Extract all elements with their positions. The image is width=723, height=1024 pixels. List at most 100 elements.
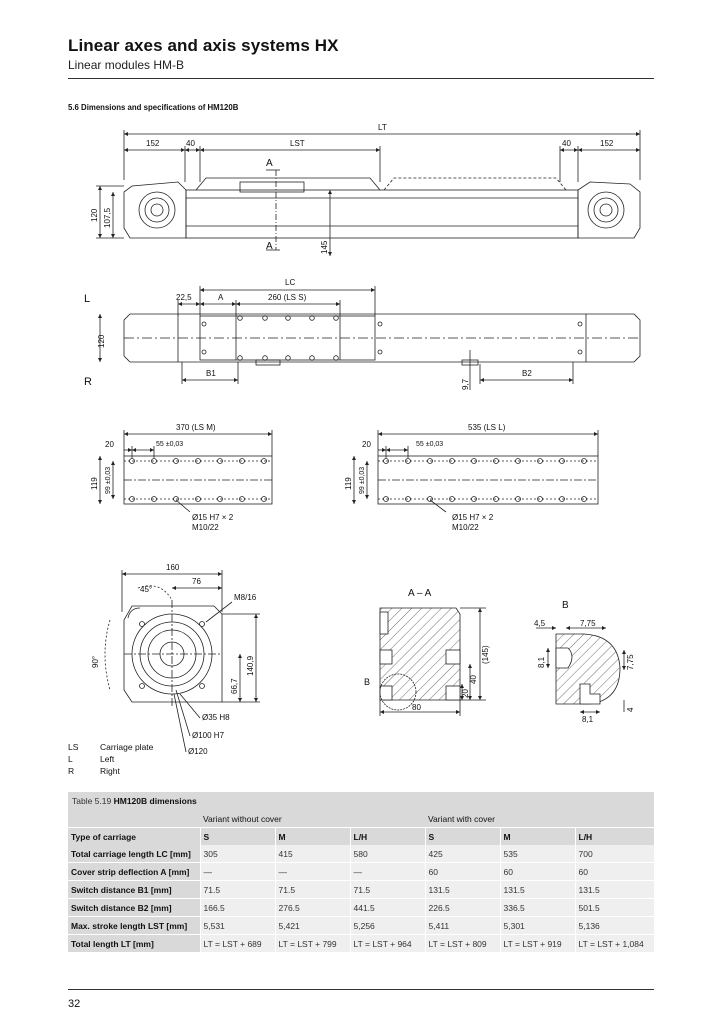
table-cell: 71.5 xyxy=(349,880,425,899)
group-without-cover: Variant without cover xyxy=(200,810,425,828)
row-label: Total length LT [mm] xyxy=(68,934,200,953)
dim-end-76: 76 xyxy=(192,577,201,586)
footer-rule xyxy=(68,989,654,990)
table-cell: 425 xyxy=(424,845,500,863)
table-cell: LT = LST + 799 xyxy=(274,934,350,953)
page-number: 32 xyxy=(68,998,81,1010)
dia-120: Ø120 xyxy=(188,747,208,756)
dim-a: A xyxy=(218,293,224,302)
section-a-a-drawing xyxy=(379,607,486,716)
legend-item: L Left xyxy=(68,753,153,765)
dim-end-160: 160 xyxy=(166,563,180,572)
dim-height-120: 120 xyxy=(90,208,99,222)
table-caption-title: HM120B dimensions xyxy=(113,796,197,806)
dia-35-h8: Ø35 H8 xyxy=(202,713,230,722)
table-cell: 5,256 xyxy=(349,916,425,935)
dim-height-107-5: 107,5 xyxy=(103,207,112,228)
dim-40-left: 40 xyxy=(186,139,195,148)
table-cell: 5,136 xyxy=(574,916,654,935)
dim-140-9: 140,9 xyxy=(246,655,255,676)
table-cell: — xyxy=(349,862,425,881)
page-title: Linear axes and axis systems HX xyxy=(68,36,339,55)
dim-detail-4-5: 4,5 xyxy=(534,619,546,628)
dia-100-h7: Ø100 H7 xyxy=(192,731,225,740)
column-header: M xyxy=(499,827,575,845)
table-cell: 336.5 xyxy=(499,898,575,917)
legend-text: Right xyxy=(100,766,120,776)
section-a-a-title: A – A xyxy=(408,588,432,599)
dim-plate-l-99: 99 ±0,03 xyxy=(359,467,366,494)
dim-total-length: LT xyxy=(378,123,387,132)
table-cell: 71.5 xyxy=(274,880,350,899)
table-cell: LT = LST + 809 xyxy=(424,934,500,953)
table-cell: 5,421 xyxy=(274,916,350,935)
dimensions-table: Table 5.19 HM120B dimensions Variant wit… xyxy=(68,792,654,953)
dim-b2: B2 xyxy=(522,369,532,378)
plate-l-thread-spec: M10/22 xyxy=(452,523,479,532)
row-label: Switch distance B2 [mm] xyxy=(68,898,200,917)
dim-plate-m-99: 99 ±0,03 xyxy=(105,467,112,494)
dim-40-right: 40 xyxy=(562,139,571,148)
table-cell: 131.5 xyxy=(499,880,575,899)
dim-side-120: 120 xyxy=(97,334,106,348)
table-cell: 5,301 xyxy=(499,916,575,935)
legend-key: L xyxy=(68,754,73,764)
dim-plate-l-119: 119 xyxy=(344,477,353,490)
end-view-drawing xyxy=(104,570,260,753)
technical-drawings: LT LST 152 40 40 152 A A 120 107,5 145 xyxy=(84,123,641,756)
table-cell: 305 xyxy=(199,845,275,863)
table-cell: LT = LST + 1,084 xyxy=(574,934,654,953)
table-cell: 131.5 xyxy=(574,880,654,899)
dim-66-7: 66,7 xyxy=(230,678,239,694)
table-cell: — xyxy=(274,862,350,881)
legend-key: LS xyxy=(68,742,79,752)
dim-detail-8-1-bottom: 8,1 xyxy=(582,715,594,724)
legend-text: Carriage plate xyxy=(100,742,154,752)
detail-b-title: B xyxy=(562,600,569,611)
legend-item: R Right xyxy=(68,765,153,777)
dim-260: 260 (LS S) xyxy=(268,293,307,302)
legend: LS Carriage plate L Left R Right xyxy=(68,741,153,777)
table-row: Cover strip deflection A [mm] — — — 60 6… xyxy=(68,862,654,881)
dim-plate-l-20: 20 xyxy=(362,440,371,449)
dim-detail-7-75-top: 7,75 xyxy=(580,619,596,628)
row-label: Switch distance B1 [mm] xyxy=(68,880,200,899)
table-header-row: Type of carriage S M L/H S M L/H xyxy=(68,827,654,845)
table: Variant without cover Variant with cover… xyxy=(68,810,654,953)
table-cell: 5,531 xyxy=(199,916,275,935)
legend-key: R xyxy=(68,766,75,776)
column-header: L/H xyxy=(349,827,425,845)
dim-section-40: 40 xyxy=(469,675,478,684)
table-cell: 580 xyxy=(349,845,425,863)
table-row: Total carriage length LC [mm] 305 415 58… xyxy=(68,845,654,863)
legend-text: Left xyxy=(100,754,115,764)
carriage-plate-m-drawing xyxy=(98,430,273,513)
dim-plate-m-55: 55 ±0,03 xyxy=(156,441,183,448)
dim-detail-4: 4 xyxy=(626,707,635,712)
table-row: Max. stroke length LST [mm] 5,531 5,421 … xyxy=(68,916,654,935)
dim-section-80: 80 xyxy=(412,703,421,712)
column-header: M xyxy=(274,827,350,845)
dim-detail-7-75-right: 7,75 xyxy=(626,654,635,670)
section-title: 5.6 Dimensions and specifications of HM1… xyxy=(68,102,239,112)
table-cell: — xyxy=(199,862,275,881)
carriage-plate-l-drawing xyxy=(352,430,599,513)
plate-m-thread-spec: M10/22 xyxy=(192,523,219,532)
page-subtitle: Linear modules HM-B xyxy=(68,58,185,72)
column-header: S xyxy=(424,827,500,845)
dim-height-145: 145 xyxy=(320,240,329,254)
table-cell: 60 xyxy=(574,862,654,881)
table-row: Switch distance B2 [mm] 166.5 276.5 441.… xyxy=(68,898,654,917)
table-cell: 535 xyxy=(499,845,575,863)
table-cell: 700 xyxy=(574,845,654,863)
dim-9-7: 9,7 xyxy=(461,378,470,390)
section-marker-a-bottom: A xyxy=(266,241,273,252)
plate-m-hole-spec: Ø15 H7 × 2 xyxy=(192,513,234,522)
dim-section-145: (145) xyxy=(481,645,490,664)
column-header: L/H xyxy=(574,827,654,845)
dim-section-20: 20 xyxy=(461,689,470,698)
row-label: Total carriage length LC [mm] xyxy=(68,845,200,863)
table-cell: 501.5 xyxy=(574,898,654,917)
dim-plate-m-370: 370 (LS M) xyxy=(176,423,216,432)
column-header: Type of carriage xyxy=(68,827,200,845)
